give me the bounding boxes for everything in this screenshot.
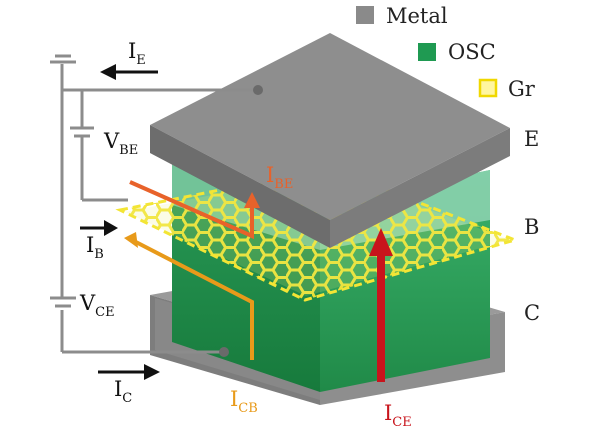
label-ic: IC xyxy=(114,377,132,406)
ie-arrow xyxy=(100,64,158,80)
label-vbe: VBE xyxy=(103,129,138,158)
collector-contact-dot xyxy=(219,347,229,357)
layer-label-collector: C xyxy=(524,301,540,325)
label-vce: VCE xyxy=(79,291,115,320)
legend-gr-swatch xyxy=(478,78,498,98)
label-icb: ICB xyxy=(230,387,258,416)
label-ib: IB xyxy=(86,233,104,262)
emitter-contact-dot xyxy=(253,85,263,95)
legend-metal-swatch xyxy=(356,6,374,24)
emitter-metal xyxy=(150,33,510,248)
legend-metal-label: Metal xyxy=(386,4,448,28)
label-ice: ICE xyxy=(384,401,412,430)
layer-label-emitter: E xyxy=(524,127,539,151)
ice-arrow xyxy=(369,228,393,382)
icb-arrow xyxy=(124,232,254,360)
external-circuit xyxy=(50,54,258,354)
ibe-arrow xyxy=(129,180,260,240)
legend: Metal OSC Gr xyxy=(356,4,536,101)
legend-gr-label: Gr xyxy=(508,77,536,101)
label-ibe: IBE xyxy=(266,163,293,192)
legend-osc-swatch xyxy=(418,43,436,61)
legend-osc-label: OSC xyxy=(448,40,496,64)
ib-arrow xyxy=(80,220,118,236)
layer-label-base: B xyxy=(524,215,539,239)
label-ie: IE xyxy=(128,39,146,68)
ic-arrow xyxy=(98,364,160,380)
